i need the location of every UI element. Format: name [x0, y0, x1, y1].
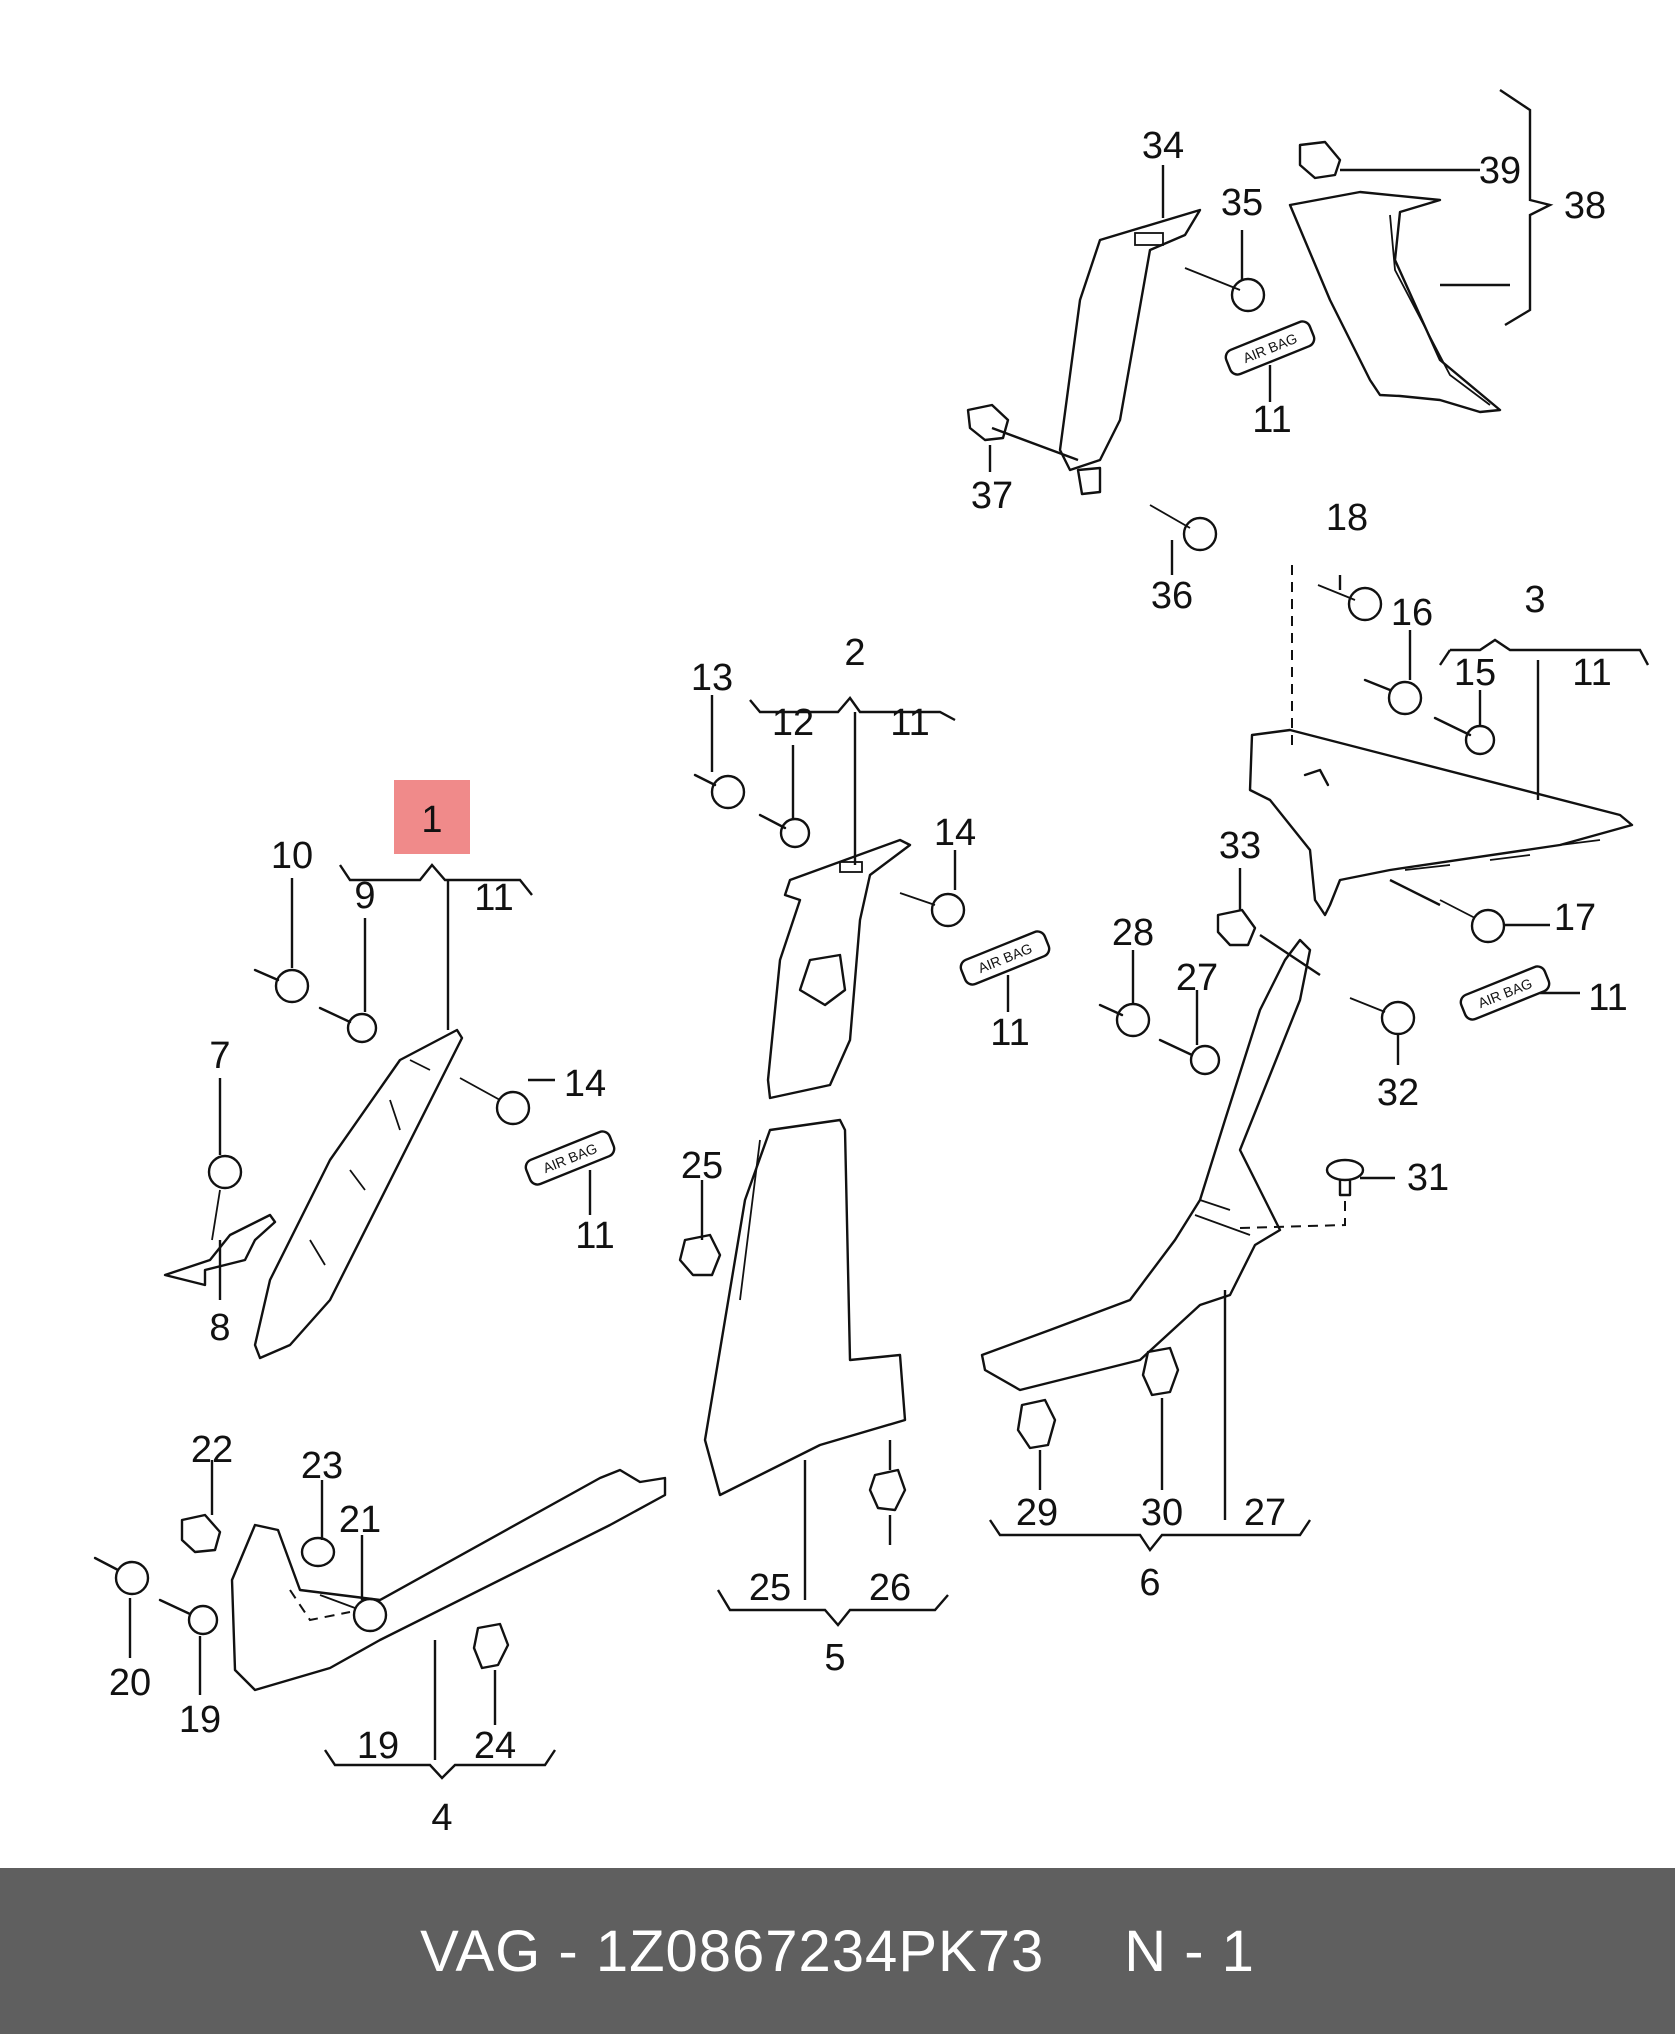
callout-33: 33 [1219, 825, 1261, 867]
callout-21: 21 [339, 1499, 381, 1541]
part-number-text: VAG - 1Z0867234PK73 [420, 1918, 1045, 1984]
screw-35-icon [1184, 267, 1266, 313]
callout-4: 4 [431, 1797, 452, 1839]
bolt-19-icon [158, 1598, 219, 1636]
b-pillar-upper-trim [766, 838, 912, 1100]
callout-10: 10 [271, 835, 313, 877]
bolt-10-icon [253, 968, 310, 1004]
callout-25: 25 [749, 1567, 791, 1609]
callout-11: 11 [1588, 977, 1627, 1019]
highlight-box [394, 780, 470, 854]
screw-14-a-icon [459, 1077, 531, 1126]
callout-2: 2 [844, 632, 865, 674]
bolt-16-icon [1363, 678, 1423, 716]
callout-39: 39 [1479, 150, 1521, 192]
callout-15: 15 [1454, 652, 1496, 694]
callout-14: 14 [934, 812, 976, 854]
bolt-28-icon [1098, 1002, 1151, 1038]
clip-24-icon [472, 1622, 510, 1670]
page-indicator: N - 1 [1124, 1918, 1255, 1984]
callout-11: 11 [1572, 652, 1611, 694]
callout-3: 3 [1524, 579, 1545, 621]
callout-22: 22 [191, 1429, 233, 1471]
screw-32-icon [1349, 997, 1416, 1036]
clip-25-icon [678, 1233, 722, 1277]
rear-quarter-trim [1288, 190, 1502, 414]
callout-29: 29 [1016, 1492, 1058, 1534]
bolt-9-icon [318, 1006, 378, 1044]
part-number-bar: VAG - 1Z0867234PK73 N - 1 [0, 1868, 1675, 2034]
rear-sill-trim [980, 938, 1312, 1392]
callout-17: 17 [1554, 897, 1596, 939]
clip-33-icon [1216, 908, 1257, 947]
callout-11: 11 [990, 1012, 1029, 1054]
callout-31: 31 [1407, 1157, 1449, 1199]
c-pillar-trim-upper [1058, 208, 1202, 496]
bolt-27-icon [1158, 1038, 1221, 1076]
bolt-13-icon [693, 773, 746, 810]
callout-11: 11 [474, 877, 513, 919]
callout-18: 18 [1326, 497, 1368, 539]
callout-14: 14 [564, 1063, 606, 1105]
screw-36-icon [1149, 504, 1218, 552]
svg-text:AIR BAG: AIR BAG [1476, 975, 1535, 1011]
callout-30: 30 [1141, 1492, 1183, 1534]
pin-31-icon [1325, 1158, 1365, 1197]
callout-20: 20 [109, 1662, 151, 1704]
parts-diagram: AIR BAG AIR BAG [93, 89, 1650, 1839]
clip-29-icon [1016, 1398, 1057, 1450]
callout-28: 28 [1112, 912, 1154, 954]
airbag-badge-3: AIR BAG [959, 930, 1051, 986]
callout-9: 9 [354, 875, 375, 917]
callout-8: 8 [209, 1307, 230, 1349]
front-sill-trim [230, 1468, 667, 1692]
callout-32: 32 [1377, 1072, 1419, 1114]
clip-26-icon [868, 1468, 907, 1512]
callout-23: 23 [301, 1445, 343, 1487]
callout-11: 11 [1252, 399, 1291, 441]
callout-13: 13 [691, 657, 733, 699]
bolt-20-icon [93, 1556, 150, 1596]
screw-14-b-icon [899, 892, 966, 928]
screw-7-icon [207, 1154, 243, 1241]
callout-36: 36 [1151, 575, 1193, 617]
callout-26: 26 [869, 1567, 911, 1609]
clip-22-icon [180, 1513, 222, 1554]
callout-6: 6 [1139, 1562, 1160, 1604]
clip-39-icon [1298, 140, 1342, 180]
callout-27: 27 [1176, 957, 1218, 999]
callout-11: 11 [575, 1215, 614, 1257]
callout-12: 12 [772, 702, 814, 744]
callout-1: 1 [421, 799, 442, 841]
screw-17-icon [1439, 899, 1506, 944]
a-pillar-trim [253, 1028, 464, 1360]
callout-7: 7 [209, 1035, 230, 1077]
callout-34: 34 [1142, 125, 1184, 167]
bolt-15-icon [1433, 716, 1496, 756]
bolt-12-icon [758, 813, 811, 849]
svg-text:AIR BAG: AIR BAG [1241, 330, 1300, 366]
airbag-badge-2: AIR BAG [1459, 965, 1551, 1021]
b-pillar-lower-trim [703, 1118, 907, 1497]
callout-27: 27 [1244, 1492, 1286, 1534]
svg-text:AIR BAG: AIR BAG [976, 940, 1035, 976]
callout-25: 25 [681, 1145, 723, 1187]
screw-21-icon [319, 1594, 388, 1633]
callout-19: 19 [179, 1699, 221, 1741]
airbag-badge-4: AIR BAG [524, 1130, 616, 1186]
callout-24: 24 [474, 1725, 516, 1767]
callout-5: 5 [824, 1637, 845, 1679]
clip-37-icon [966, 403, 1010, 442]
callout-38: 38 [1564, 185, 1606, 227]
callout-37: 37 [971, 475, 1013, 517]
callout-16: 16 [1391, 592, 1433, 634]
clip-30-icon [1141, 1346, 1180, 1397]
c-pillar-lower-trim [1248, 728, 1634, 917]
callout-11: 11 [890, 702, 929, 744]
callout-35: 35 [1221, 182, 1263, 224]
screw-18-icon [1317, 584, 1383, 622]
callouts: 1 11 10 9 7 8 14 11 13 2 12 11 14 11 25 … [109, 125, 1628, 1839]
callout-19: 19 [357, 1725, 399, 1767]
cap-23-icon [300, 1536, 336, 1568]
